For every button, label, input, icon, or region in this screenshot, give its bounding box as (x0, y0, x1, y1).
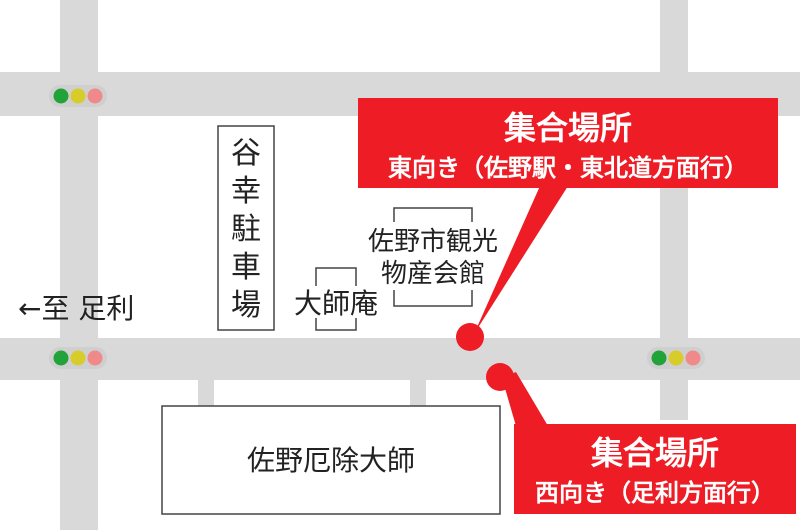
road-side-b (410, 380, 426, 410)
traffic-light-icon (49, 347, 107, 369)
parking-char: 駐 (231, 212, 261, 247)
parking-building (217, 125, 275, 331)
callout-east-pointer (474, 186, 568, 334)
road-left-vertical (60, 0, 98, 530)
daishian-label-backdrop (288, 286, 384, 318)
parking-char: 車 (231, 250, 261, 285)
traffic-light-icon (647, 347, 705, 369)
parking-char: 谷 (231, 136, 261, 171)
meeting-point-marker-icon (456, 323, 484, 351)
kanko-label-backdrop (352, 222, 514, 290)
callout-west-pointer (502, 372, 548, 426)
callout-east-box (358, 98, 778, 188)
callout-west-title: 集合場所 (590, 434, 719, 472)
traffic-light-icon (49, 85, 107, 107)
callout-east-subtitle: 東向き（佐野駅・東北道方面行） (388, 154, 748, 182)
meeting-point-marker-icon (486, 363, 514, 391)
parking-char: 場 (231, 288, 261, 323)
kanko-label-line2: 物産会館 (381, 259, 485, 289)
parking-label: 谷 幸 駐 車 場 (231, 136, 261, 323)
parking-char: 幸 (231, 174, 261, 209)
direction-label: ←至 足利 (18, 292, 134, 325)
kanko-label-line1: 佐野市観光 (368, 227, 498, 257)
callout-east-title: 集合場所 (503, 109, 632, 147)
road-side-a (198, 380, 214, 410)
yakuyoke-building (161, 405, 501, 515)
callout-west-box (514, 424, 796, 514)
yakuyoke-label: 佐野厄除大師 (247, 444, 415, 477)
callout-west-subtitle: 西向き（足利方面行） (535, 479, 775, 507)
daishian-label: 大師庵 (294, 287, 378, 320)
